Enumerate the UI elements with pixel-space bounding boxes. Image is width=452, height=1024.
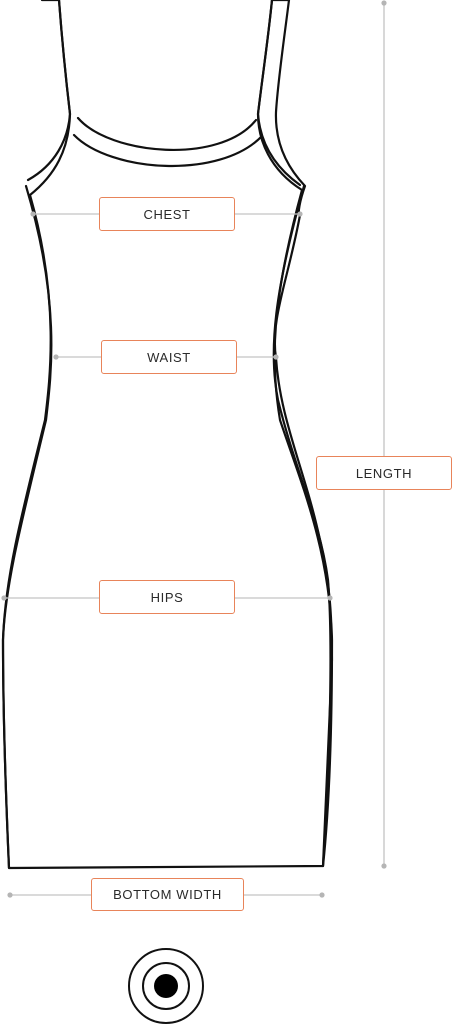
target-button-icon[interactable] bbox=[128, 948, 204, 1024]
waist-guide-left-dot bbox=[53, 354, 59, 360]
hips-guide-right-dot bbox=[327, 595, 333, 601]
waist-guide-right-dot bbox=[273, 354, 279, 360]
bottom-width-guide-left-dot bbox=[7, 892, 13, 898]
bottom-width-guide-right-dot bbox=[319, 892, 325, 898]
chest-label: CHEST bbox=[99, 197, 235, 231]
hips-label: HIPS bbox=[99, 580, 235, 614]
length-guide-bottom-dot bbox=[381, 863, 387, 869]
target-ring bbox=[142, 962, 190, 1010]
target-dot bbox=[154, 974, 178, 998]
chest-guide-right-dot bbox=[297, 211, 303, 217]
dress-outline-icon bbox=[1, 0, 334, 870]
length-guide-top-dot bbox=[381, 0, 387, 6]
guide-lines bbox=[1, 0, 387, 898]
chest-guide-left-dot bbox=[30, 211, 36, 217]
hips-guide-left-dot bbox=[1, 595, 7, 601]
bottom-width-label: BOTTOM WIDTH bbox=[91, 878, 244, 911]
length-label: LENGTH bbox=[316, 456, 452, 490]
waist-label: WAIST bbox=[101, 340, 237, 374]
